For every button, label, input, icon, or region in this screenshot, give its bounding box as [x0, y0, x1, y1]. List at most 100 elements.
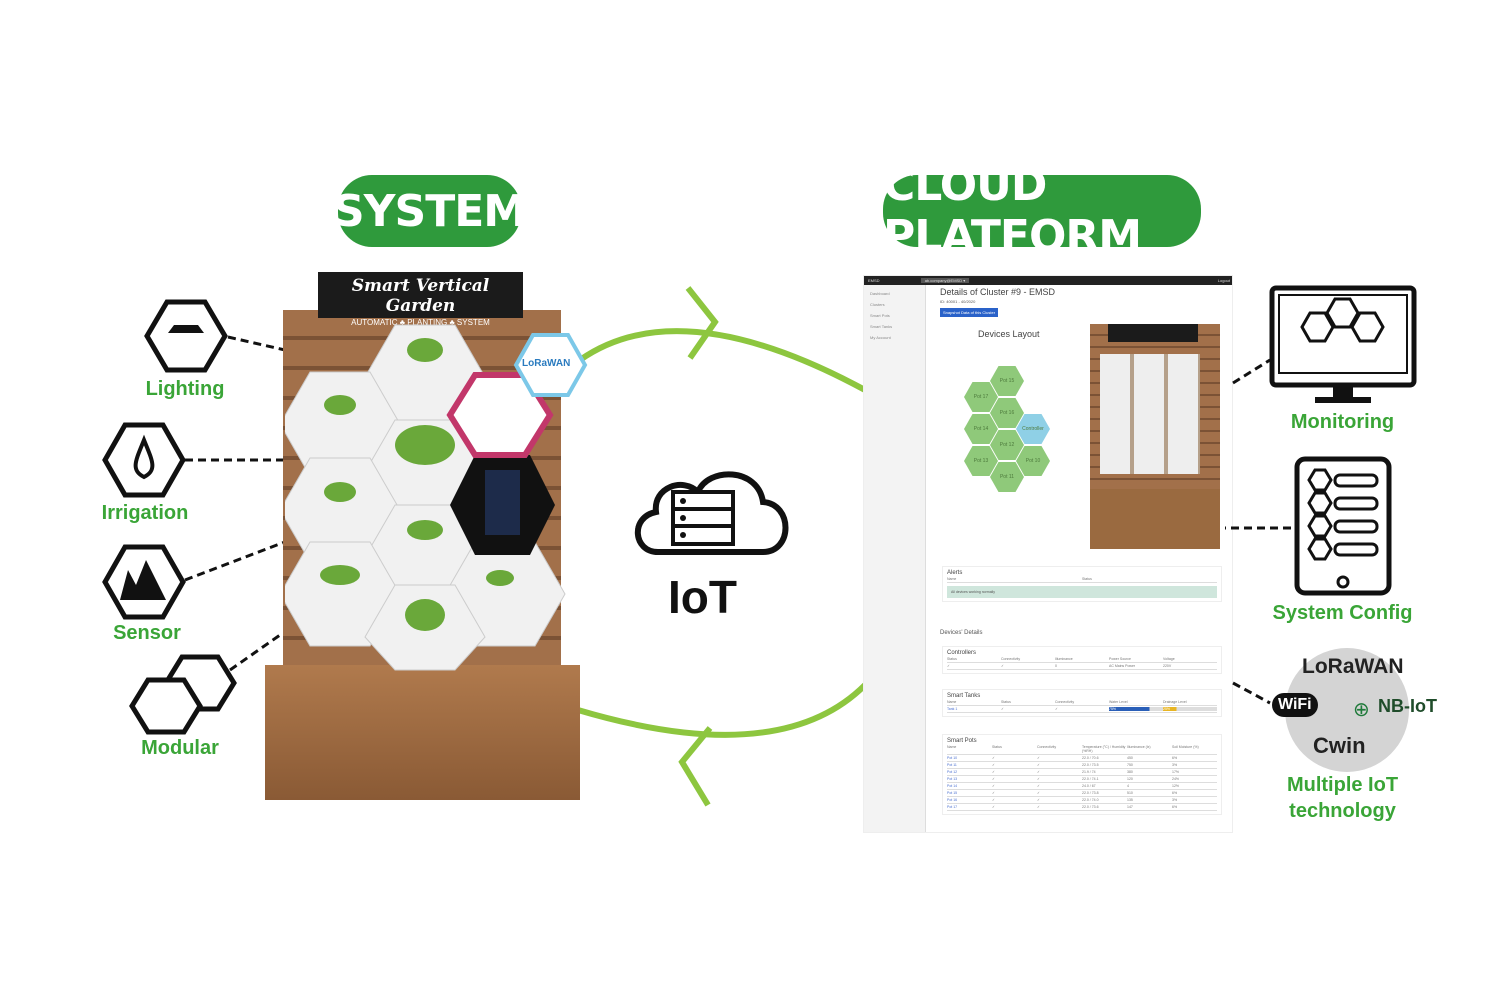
details-title: Devices' Details — [940, 630, 983, 636]
hex-pot[interactable]: Pot 12 — [990, 430, 1024, 460]
hex-pot[interactable]: Pot 14 — [964, 414, 998, 444]
cycle-arrows — [577, 286, 868, 807]
pot-link[interactable]: Pot 11 — [947, 763, 957, 767]
sidebar-item-my-account[interactable]: My Account — [870, 335, 891, 340]
cell: ✓ — [1037, 791, 1040, 795]
tablet-config-icon — [1294, 456, 1392, 596]
tanks-title: Smart Tanks — [947, 693, 981, 699]
hex-pot[interactable]: Pot 10 — [1016, 446, 1050, 476]
cell: 135 — [1127, 798, 1133, 802]
snapshot-button[interactable]: Snapshot Data of this Cluster — [940, 308, 999, 317]
cell: 17% — [1172, 770, 1180, 774]
cell: 22.0 / 74.1 — [1082, 777, 1099, 781]
cloud-platform-header: CLOUD PLATFORM — [883, 160, 1201, 262]
cell: ✓ — [992, 756, 995, 760]
sidebar-item-smart-tanks[interactable]: Smart Tanks — [870, 324, 893, 329]
col-header: Status — [992, 745, 1002, 749]
cell: ✓ — [992, 770, 995, 774]
pot-link[interactable]: Pot 10 — [947, 756, 958, 760]
sign-subtitle: AUTOMATIC ♣ PLANTING ♣ SYSTEM — [351, 318, 490, 327]
cell: 22.0 / 73.8 — [1082, 791, 1099, 795]
col-header: Connectivity — [1001, 657, 1021, 661]
hex-pot[interactable]: Pot 17 — [964, 382, 998, 412]
cell: ✓ — [947, 664, 950, 668]
cell: 3% — [1172, 763, 1178, 767]
pot-link[interactable]: Pot 16 — [947, 798, 958, 802]
multiple-iot-label: Multiple IoT technology — [1286, 774, 1399, 822]
sign-title: Smart Vertical Garden — [351, 276, 490, 316]
drainage-level-bar: 25% — [1163, 707, 1217, 711]
hex-controller[interactable]: Controller — [1016, 414, 1050, 444]
pot-link[interactable]: Pot 12 — [947, 770, 958, 774]
pot-link[interactable]: Pot 14 — [947, 784, 958, 788]
pot-link[interactable]: Pot 17 — [947, 805, 958, 809]
cell: 750 — [1127, 763, 1133, 767]
lighting-label: Lighting — [145, 378, 225, 400]
dashboard-topbar: EMSD ab.company@EMSD ▾ Logout — [864, 276, 1232, 285]
cell: ✓ — [992, 763, 995, 767]
devices-layout: Pot 15 Pot 17 Pot 16 Pot 14 Controller P… — [959, 366, 1059, 496]
system-config-label: System Config — [1272, 602, 1413, 624]
col-header: Power Source — [1109, 657, 1131, 661]
globe-icon: ⊕ — [1353, 699, 1370, 721]
cell: 6% — [1172, 805, 1178, 809]
wood-base — [265, 665, 580, 800]
cluster-id: ID: 40001 - 40/2020 — [940, 299, 976, 304]
cell: ✓ — [1037, 805, 1040, 809]
garden-photo — [1090, 324, 1220, 549]
sidebar-item-smart-pots[interactable]: Smart Pots — [870, 313, 890, 318]
monitoring-label: Monitoring — [1290, 411, 1395, 433]
cell: 220V — [1163, 664, 1172, 668]
col-header: Voltage — [1163, 657, 1175, 661]
hex-pot[interactable]: Pot 15 — [990, 366, 1024, 396]
cell: 0 — [1055, 664, 1057, 668]
lorawan-logo: LoRaWAN — [1302, 655, 1404, 678]
cell: ✓ — [1037, 763, 1040, 767]
cell: ✓ — [992, 798, 995, 802]
pots-title: Smart Pots — [947, 738, 977, 744]
droplet-icon — [102, 422, 186, 498]
cell: 22.0 / 73.6 — [1082, 805, 1099, 809]
arrow-left-icon — [678, 726, 713, 807]
cloud-dashboard: EMSD ab.company@EMSD ▾ Logout Dashboard … — [863, 275, 1233, 833]
cell: ✓ — [1001, 707, 1004, 711]
hex-pots — [285, 324, 588, 671]
cell: 120 — [1127, 777, 1133, 781]
hex-pot[interactable]: Pot 13 — [964, 446, 998, 476]
alerts-title: Alerts — [947, 570, 963, 576]
cell: 450 — [1127, 756, 1133, 760]
hex-pot[interactable]: Pot 11 — [990, 462, 1024, 492]
cell: 24% — [1172, 777, 1180, 781]
hex-pot[interactable]: Pot 16 — [990, 398, 1024, 428]
sidebar-item-clusters[interactable]: Clusters — [870, 302, 885, 307]
cell: ✓ — [1055, 707, 1058, 711]
cell: 22.0 / 70.6 — [1082, 756, 1099, 760]
alert-message: All devices working normally — [947, 586, 1217, 598]
cell: 6% — [1172, 756, 1178, 760]
controllers-title: Controllers — [947, 650, 977, 656]
cell: ✓ — [992, 791, 995, 795]
irrigation-label: Irrigation — [101, 502, 189, 524]
col-header: Status — [1082, 577, 1092, 581]
tank-link[interactable]: Tank 1 — [947, 707, 958, 711]
cell: 6% — [1172, 791, 1178, 795]
col-header: Illuminance (lx) — [1127, 745, 1151, 749]
pot-link[interactable]: Pot 15 — [947, 791, 958, 795]
dashboard-sidebar: Dashboard Clusters Smart Pots Smart Tank… — [864, 285, 926, 832]
account-dropdown[interactable]: ab.company@EMSD ▾ — [920, 278, 970, 283]
col-header: Name — [947, 745, 957, 749]
sidebar-item-dashboard[interactable]: Dashboard — [870, 291, 890, 296]
col-header: Name — [947, 700, 957, 704]
col-header: Status — [1001, 700, 1011, 704]
cell: 147 — [1127, 805, 1133, 809]
logout-link[interactable]: Logout — [1217, 278, 1230, 283]
arrow-right-icon — [685, 286, 719, 360]
pot-link[interactable]: Pot 13 — [947, 777, 958, 781]
col-header: Drainage Level — [1163, 700, 1187, 704]
nb-iot-logo: NB-IoT — [1378, 696, 1437, 716]
feature-icons — [102, 299, 291, 735]
